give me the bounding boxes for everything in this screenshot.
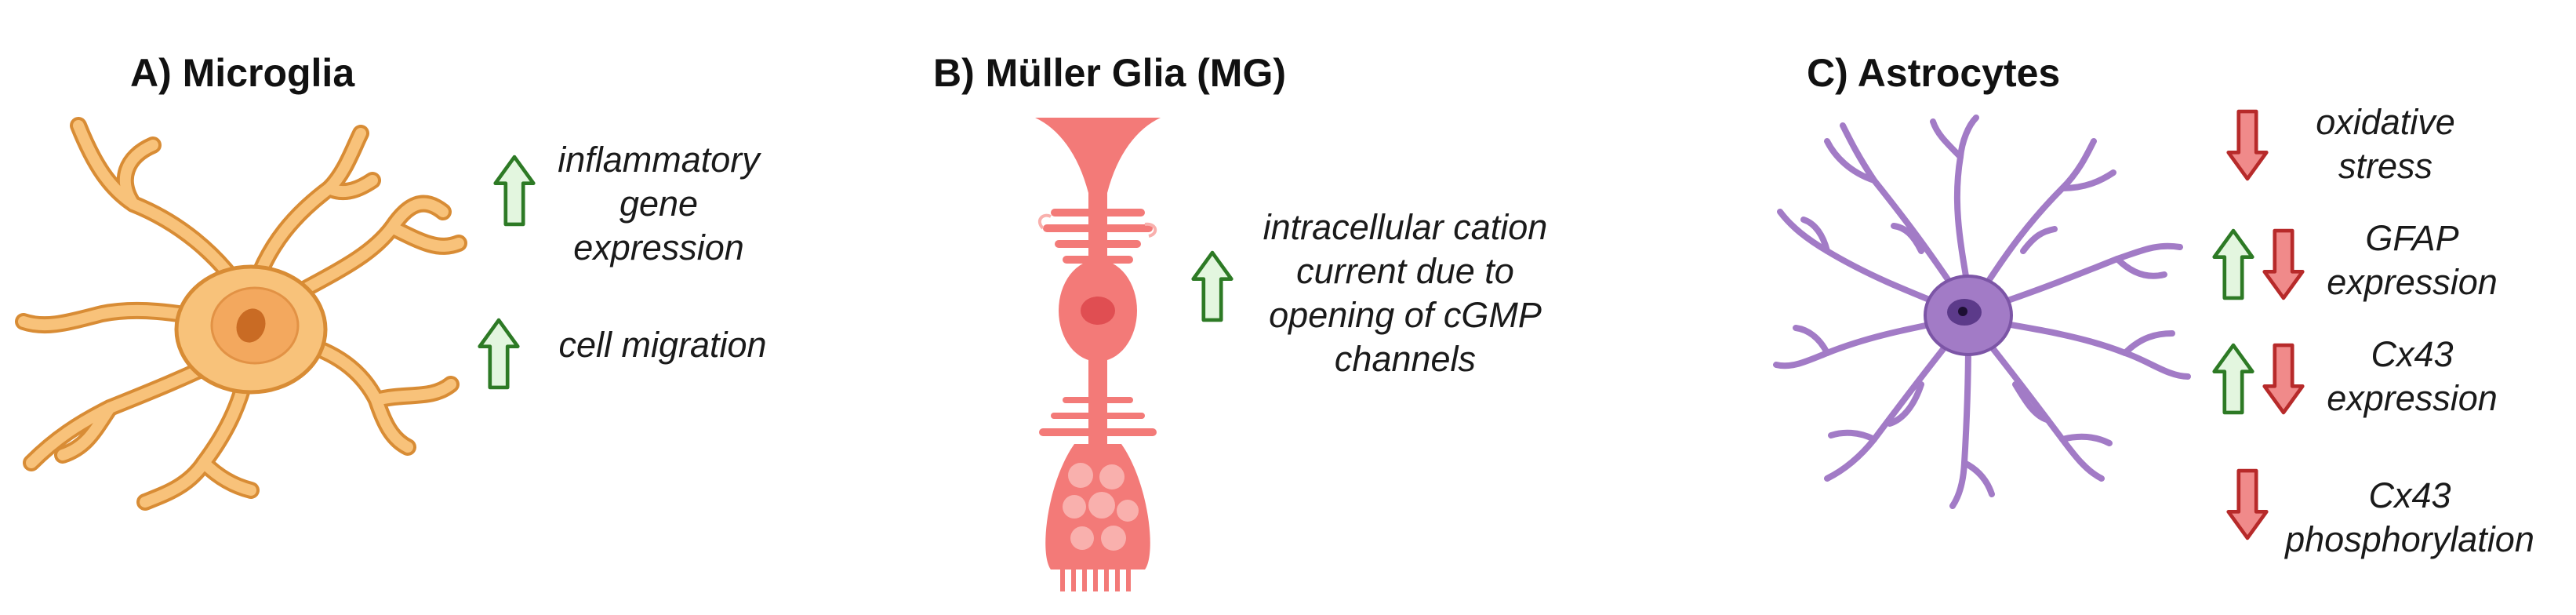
- down-arrow-icon: [2225, 468, 2269, 541]
- astrocyte-effect-oxidative-stress: oxidative stress: [2316, 102, 2455, 186]
- panel-c-title: C) Astrocytes: [1807, 51, 2061, 95]
- muller-glia-cell-icon: [1035, 118, 1161, 591]
- astrocyte-effect-cx43-phosphorylation: Cx43 phosphorylation: [2285, 475, 2534, 559]
- microglia-effect-inflammatory-gene-expression: inflammatory gene expression: [558, 140, 760, 267]
- panel-b-title: B) Müller Glia (MG): [933, 51, 1286, 95]
- muller-effect-cation-current: intracellular cation current due to open…: [1263, 207, 1548, 379]
- down-arrow-icon: [2225, 108, 2269, 182]
- astrocyte-effect-cx43-expression: Cx43 expression: [2327, 334, 2498, 418]
- up-arrow-icon: [2211, 342, 2255, 416]
- astrocyte-cell-icon: [1773, 115, 2191, 509]
- astrocyte-effect-gfap-expression: GFAP expression: [2327, 218, 2498, 302]
- microglia-cell-icon: [15, 117, 467, 511]
- up-arrow-icon: [1190, 249, 1234, 323]
- down-arrow-icon: [2262, 227, 2305, 301]
- panel-a-title: A) Microglia: [130, 51, 355, 95]
- up-arrow-icon: [2211, 227, 2255, 301]
- microglia-effect-cell-migration: cell migration: [558, 325, 767, 365]
- up-arrow-icon: [477, 317, 521, 391]
- up-arrow-icon: [492, 154, 536, 227]
- down-arrow-icon: [2262, 342, 2305, 416]
